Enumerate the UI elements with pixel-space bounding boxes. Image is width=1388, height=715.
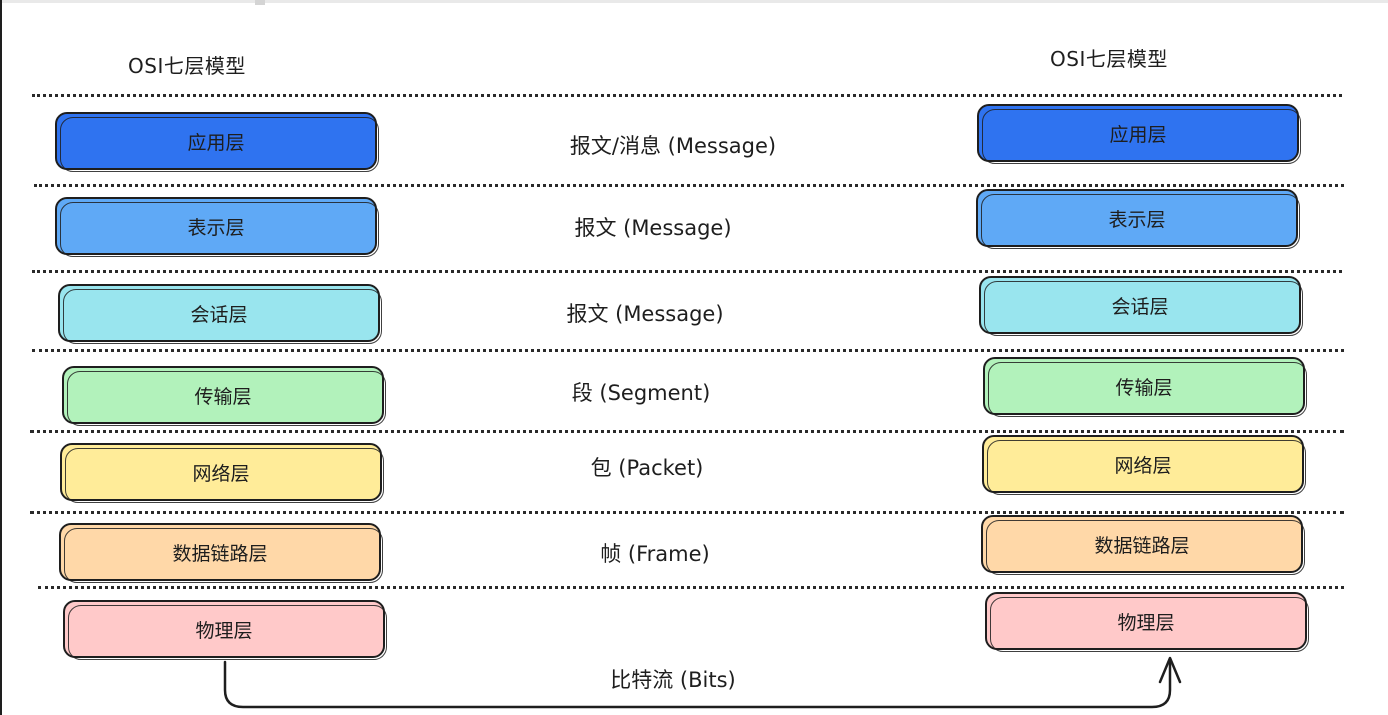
right-layer-physical: 物理层 [985, 592, 1309, 652]
layer-separator [32, 349, 1344, 352]
left-layer-application: 应用层 [55, 112, 379, 172]
layer-label: 传输层 [194, 385, 252, 408]
layer-label: 表示层 [187, 216, 245, 239]
right-layer-session: 会话层 [979, 276, 1303, 336]
right-layer-presentation: 表示层 [976, 189, 1300, 249]
layer-label: 应用层 [187, 131, 245, 154]
pdu-label-network: 包 (Packet) [590, 456, 704, 480]
layer-label: 网络层 [192, 462, 250, 485]
pdu-label-presentation: 报文 (Message) [574, 216, 732, 240]
layer-separator [38, 586, 1344, 589]
layer-label: 应用层 [1109, 123, 1167, 146]
window-top-bar [0, 0, 1388, 3]
right-layer-data-link: 数据链路层 [981, 515, 1305, 575]
left-layer-data-link: 数据链路层 [59, 523, 383, 583]
right-layer-application: 应用层 [977, 104, 1301, 164]
bits-label: 比特流 (Bits) [610, 668, 736, 692]
pdu-label-application: 报文/消息 (Message) [569, 134, 777, 158]
layer-label: 会话层 [190, 303, 248, 326]
layer-separator [32, 94, 1342, 97]
layer-label: 会话层 [1111, 295, 1169, 318]
right-stack-title: OSI七层模型 [1050, 47, 1168, 71]
layer-separator [30, 511, 1344, 514]
left-layer-physical: 物理层 [63, 600, 387, 660]
layer-separator [30, 430, 1344, 433]
pdu-label-data-link: 帧 (Frame) [600, 542, 710, 566]
pdu-label-session: 报文 (Message) [566, 302, 724, 326]
layer-label: 表示层 [1108, 208, 1166, 231]
layer-label: 物理层 [1117, 611, 1175, 634]
layer-label: 物理层 [195, 619, 253, 642]
layer-label: 传输层 [1115, 376, 1173, 399]
layer-separator [32, 270, 1342, 273]
window-top-handle [255, 0, 265, 5]
pdu-label-transport: 段 (Segment) [571, 381, 711, 405]
left-stack-title: OSI七层模型 [128, 54, 246, 78]
left-layer-network: 网络层 [60, 443, 384, 503]
layer-label: 数据链路层 [172, 542, 268, 565]
layer-label: 数据链路层 [1094, 534, 1190, 557]
right-layer-transport: 传输层 [983, 357, 1307, 417]
window-left-border [0, 0, 2, 715]
layer-separator [34, 184, 1344, 187]
left-layer-session: 会话层 [58, 284, 382, 344]
layer-label: 网络层 [1114, 454, 1172, 477]
